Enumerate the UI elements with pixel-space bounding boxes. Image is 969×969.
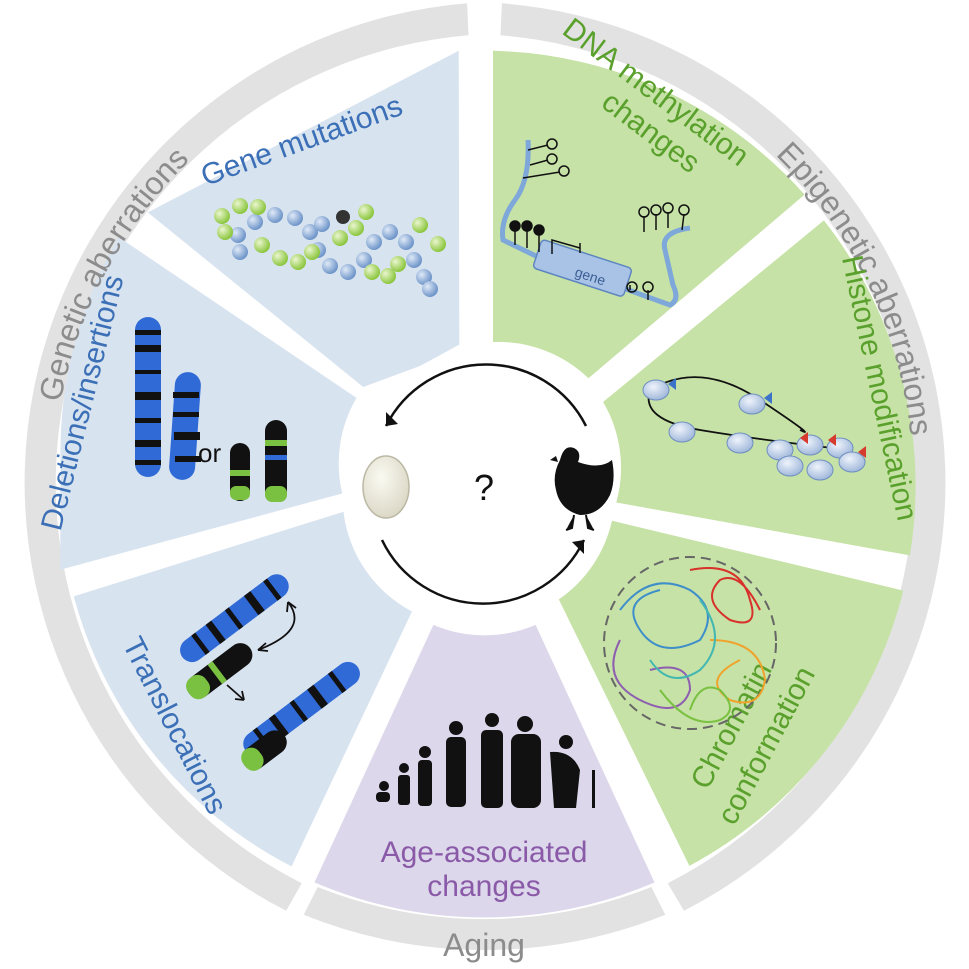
- nucleosome-icon: [642, 376, 866, 481]
- or-label: or: [198, 438, 221, 468]
- egg-icon: [362, 455, 410, 519]
- changes-label: changes: [427, 870, 540, 903]
- translocation-chromosomes-icon: [180, 574, 360, 771]
- dna-strand-icon: [214, 198, 446, 297]
- chromosome-icon: [135, 317, 287, 502]
- wedge-histone: [603, 220, 916, 556]
- outer-ring: [24, 3, 946, 950]
- aging-label: Aging: [443, 927, 525, 963]
- chicken-icon: [550, 447, 614, 531]
- methylation-icon: gene: [500, 138, 691, 308]
- center-cycle: ?: [356, 356, 614, 612]
- chromatin-ball-icon: [603, 556, 777, 730]
- wedge-gene-mutations: [147, 50, 460, 388]
- question-mark: ?: [474, 467, 494, 508]
- ring-aging: [303, 887, 666, 950]
- wedge-translocations: [73, 511, 413, 867]
- human-silhouettes-icon: [376, 713, 595, 808]
- wedge-chromatin: [558, 520, 904, 866]
- age-associated-label: Age-associated: [381, 836, 588, 869]
